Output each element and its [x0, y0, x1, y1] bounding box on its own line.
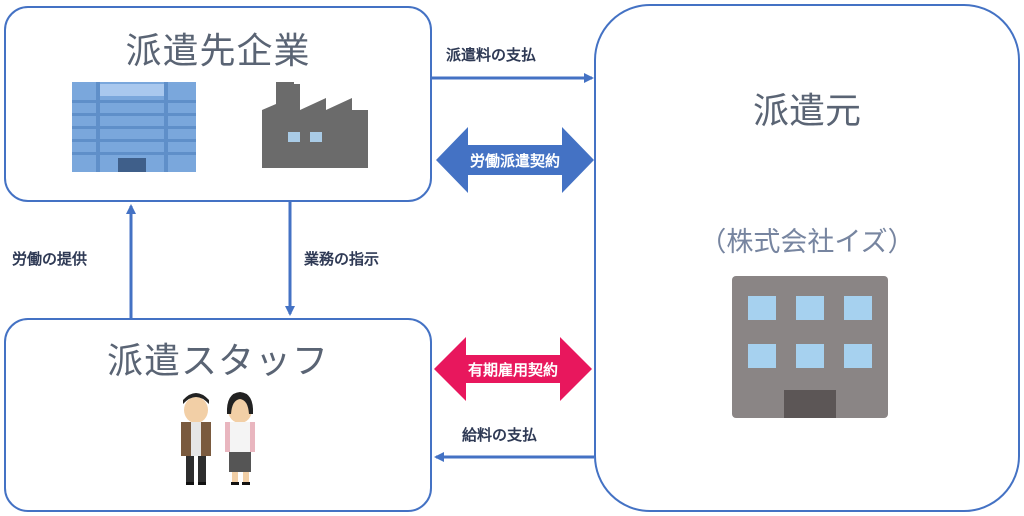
labor-provision-label: 労働の提供 — [12, 250, 88, 268]
work-instruction-label: 業務の指示 — [304, 250, 380, 268]
dispatch-fee-label: 派遣料の支払 — [446, 46, 537, 64]
client-company-title: 派遣先企業 — [125, 31, 311, 72]
dispatch-agency-box: 派遣元 （株式会社イズ） — [594, 4, 1020, 512]
dispatch-agency-title: 派遣元 — [752, 91, 861, 132]
agency-office-building-icon — [732, 276, 888, 418]
dispatch-agency-subtitle: （株式会社イズ） — [699, 227, 915, 258]
employment-contract-label: 有期雇用契約 — [467, 361, 558, 379]
salary-label: 給料の支払 — [462, 426, 538, 444]
dispatch-staff-box: 派遣スタッフ — [4, 318, 432, 512]
staff-man-icon — [181, 393, 211, 485]
factory-icon — [262, 82, 368, 168]
dispatch-contract-arrow — [436, 127, 594, 193]
employment-contract-arrow — [434, 337, 592, 401]
dispatch-staff-title: 派遣スタッフ — [106, 341, 329, 382]
staff-woman-icon — [225, 392, 255, 485]
office-building-icon — [72, 82, 196, 172]
dispatch-contract-label: 労働派遣契約 — [469, 152, 560, 170]
